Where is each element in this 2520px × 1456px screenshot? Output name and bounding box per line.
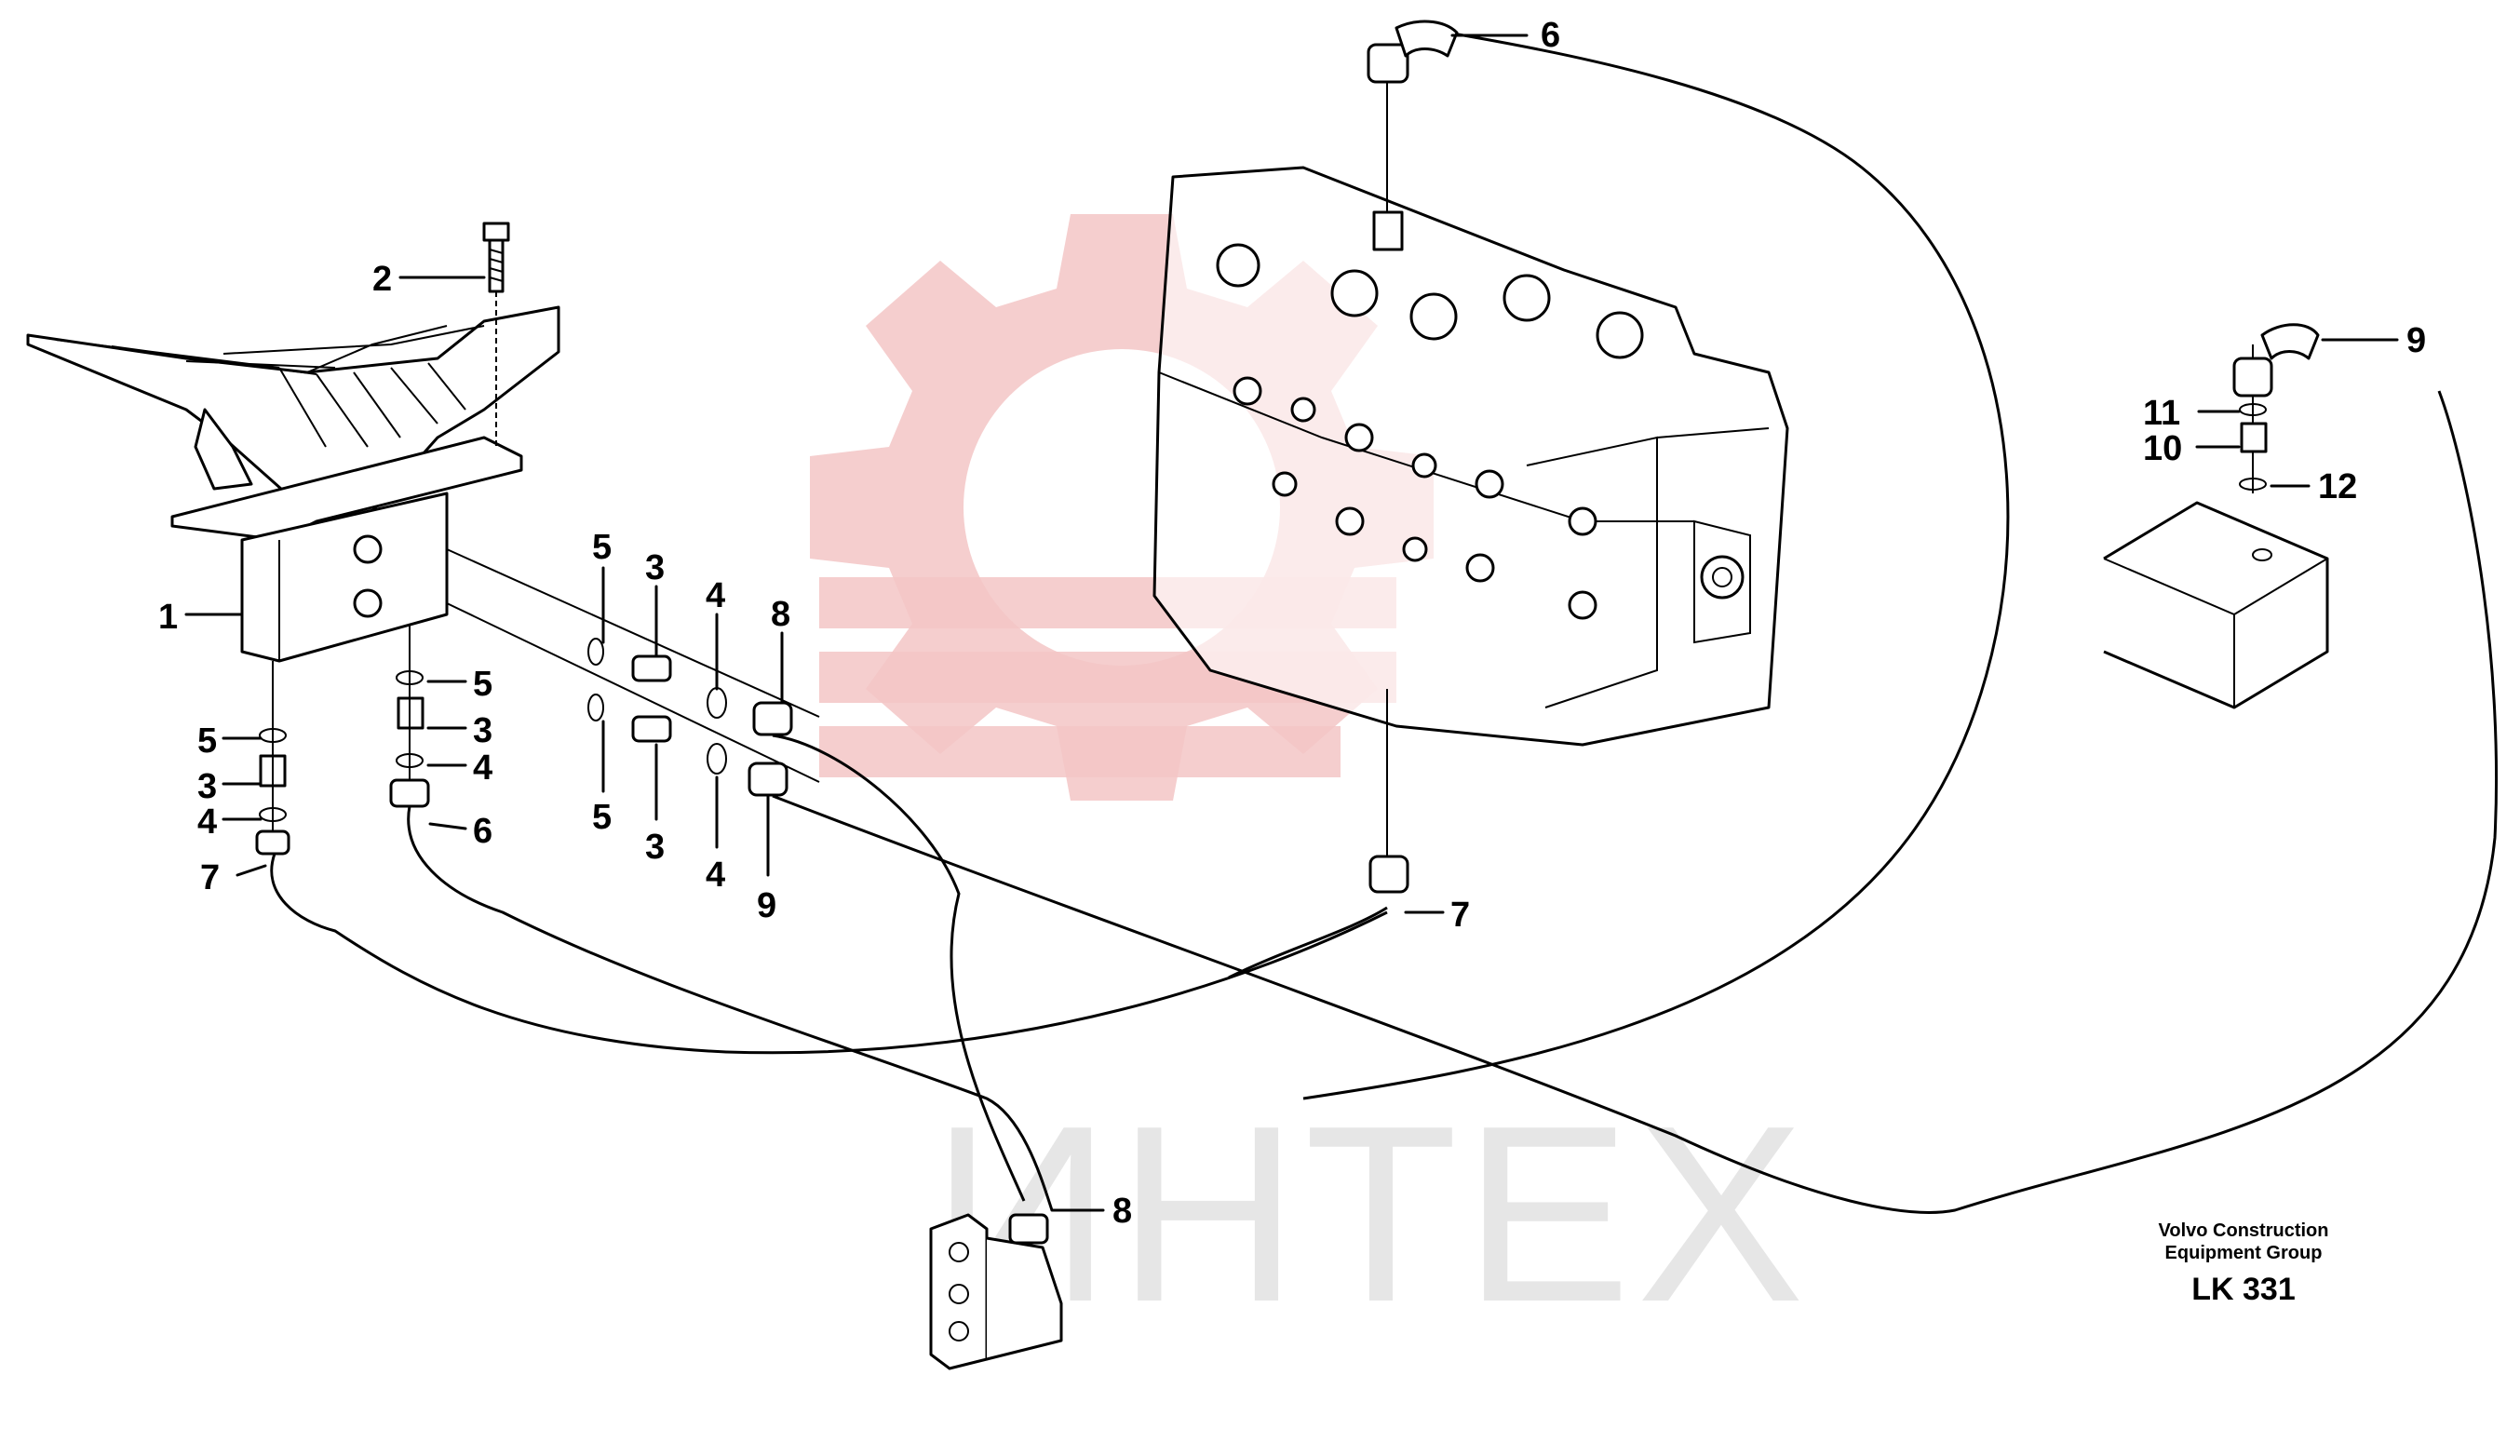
callout-8b: 8 — [1112, 1192, 1132, 1231]
bolt — [482, 222, 510, 447]
hoses — [270, 31, 2499, 1214]
callout-5c: 5 — [592, 528, 612, 567]
callout-5b: 5 — [473, 665, 492, 704]
callout-11: 11 — [2143, 394, 2180, 433]
callout-8a: 8 — [771, 595, 790, 634]
callout-10: 10 — [2143, 429, 2182, 468]
footer-company-line1: Volvo Construction — [2158, 1220, 2329, 1241]
callout-6a: 6 — [1541, 16, 1560, 55]
callout-3a: 3 — [197, 767, 217, 806]
watermark-text: ИНТЕХ — [931, 1074, 1811, 1355]
control-valve-block — [1152, 166, 1789, 747]
callout-7b: 7 — [1450, 896, 1470, 935]
footer-company-line2: Equipment Group — [2164, 1243, 2323, 1263]
footer-drawing-code: LK 331 — [2191, 1272, 2296, 1307]
callout-3c: 3 — [645, 548, 665, 587]
port-fittings — [255, 548, 820, 856]
callout-6b: 6 — [473, 812, 492, 851]
callout-4b: 4 — [473, 748, 492, 788]
callout-4a: 4 — [197, 802, 217, 842]
drawing-footer: Volvo Construction Equipment Group LK 33… — [2113, 1220, 2374, 1308]
callout-12: 12 — [2318, 467, 2357, 506]
callout-9b: 9 — [2406, 321, 2426, 360]
callout-5d: 5 — [592, 798, 612, 837]
callout-labels: 1 2 3 3 3 3 4 4 4 4 5 5 5 5 6 6 7 7 8 8 … — [158, 16, 2426, 1231]
callout-3b: 3 — [473, 711, 492, 750]
callout-2: 2 — [372, 260, 392, 299]
callout-1: 1 — [158, 598, 178, 637]
manifold-block — [929, 1213, 1063, 1370]
callout-4d: 4 — [706, 856, 725, 895]
callout-7a: 7 — [200, 858, 220, 897]
callout-3d: 3 — [645, 828, 665, 867]
callout-4c: 4 — [706, 576, 725, 615]
callout-9a: 9 — [757, 886, 776, 925]
callout-5a: 5 — [197, 721, 217, 761]
upper-fittings — [1367, 20, 2320, 894]
hydraulic-tank — [2103, 501, 2329, 709]
foot-pedal — [26, 305, 560, 663]
leader-lines — [184, 34, 2399, 1212]
